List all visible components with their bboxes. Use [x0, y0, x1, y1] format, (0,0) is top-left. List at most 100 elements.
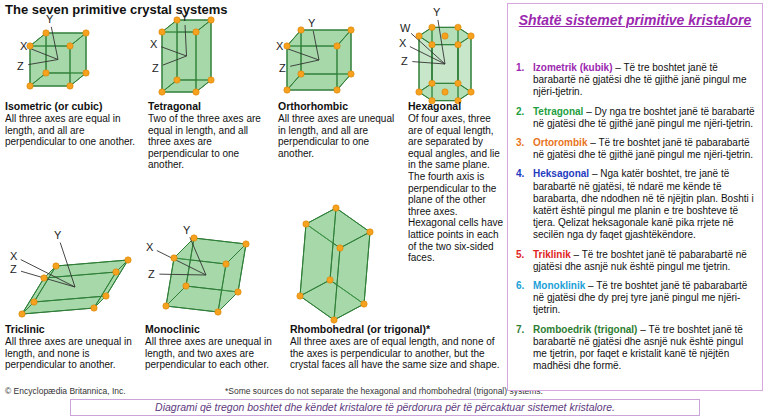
crystal-axis [163, 56, 187, 65]
list-item: 7.Romboedrik (trigonal) – Të tre boshtet… [516, 324, 756, 373]
lattice-point [27, 83, 33, 89]
lattice-point [103, 293, 109, 299]
list-item: 2.Tetragonal – Dy nga tre boshtet janë t… [516, 106, 756, 130]
lattice-point [455, 80, 461, 86]
system-description: All three axes are unequal in length, an… [278, 113, 403, 159]
lattice-point [31, 299, 37, 305]
system-name: Triclinic [5, 323, 135, 335]
crystal-face [337, 30, 351, 90]
caption-box: Diagrami që tregon boshtet dhe këndet kr… [70, 399, 700, 416]
lattice-point [83, 70, 89, 76]
crystal-face [70, 33, 86, 86]
lattice-point [113, 269, 119, 275]
lattice-point [429, 24, 435, 30]
axis-letter: X [10, 250, 17, 262]
system-name: Izometrik (kubik) [533, 62, 612, 73]
system-description: All three axes are unequal in length, an… [145, 336, 280, 371]
crystal-axis [190, 237, 206, 275]
item-number: 5. [516, 249, 524, 261]
lattice-point [361, 301, 367, 307]
crystal-axis [290, 60, 319, 66]
system-name: Heksagonal [533, 168, 589, 179]
crystal-axis [159, 274, 206, 276]
lattice-point [416, 33, 422, 39]
axis-letter: Y [308, 17, 315, 29]
lattice-point [429, 41, 435, 47]
list-item: 3.Ortorombik – Të tre boshtet janë të pa… [516, 137, 756, 161]
crystal-face [287, 30, 301, 90]
lattice-point [208, 77, 214, 83]
lattice-point [53, 263, 59, 269]
crystal-axis [410, 47, 445, 64]
system-name: Rhombohedral (or trigonal)* [290, 323, 500, 335]
lattice-point [442, 33, 448, 39]
panel-heading: Shtatë sistemet primitive kristalore [514, 12, 756, 28]
axis-letter: W [400, 22, 410, 34]
lattice-point [298, 27, 304, 33]
lattice-point [455, 41, 461, 47]
item-number: 3. [516, 137, 524, 149]
lattice-point [41, 275, 47, 281]
lattice-point [125, 257, 131, 263]
lattice-point [303, 221, 309, 227]
lattice-point [43, 70, 49, 76]
lattice-point [27, 43, 33, 49]
crystal-axis [60, 243, 75, 287]
lattice-point [91, 305, 97, 311]
lattice-point [174, 77, 180, 83]
axis-letter: X [399, 37, 406, 49]
axis-letter: Z [10, 263, 17, 275]
lattice-point [334, 43, 340, 49]
system-name: Monoclinic [145, 323, 275, 335]
axis-letter: Z [152, 62, 159, 74]
lattice-point [337, 245, 343, 251]
lattice-point [298, 71, 304, 77]
lattice-point [284, 43, 290, 49]
system-name: Tetragonal [533, 106, 583, 117]
crystal-face [94, 260, 128, 308]
list-item: 5.Triklinik – Të tre boshtet janë të pab… [516, 249, 756, 273]
axis-letter: X [20, 40, 27, 52]
info-panel: Shtatë sistemet primitive kristalore 1.Iz… [507, 3, 763, 391]
item-number: 2. [516, 106, 524, 118]
item-number: 6. [516, 280, 524, 292]
system-name: Ortorombik [533, 137, 587, 148]
crystal-face [30, 33, 46, 86]
crystal-face [166, 238, 194, 306]
lattice-point [455, 24, 461, 30]
crystal-face [419, 27, 471, 44]
lattice-point [297, 293, 303, 299]
crystal-face [44, 260, 128, 278]
crystal-face [300, 208, 336, 296]
crystal-axis [21, 271, 75, 287]
lattice-point [235, 289, 241, 295]
axis-letter: Y [181, 11, 188, 23]
lattice-point [19, 311, 25, 317]
lattice-point [183, 283, 189, 289]
list-item: 1.Izometrik (kubik) – Të tre boshtet jan… [516, 62, 756, 99]
axis-letter: Z [279, 62, 286, 74]
system-name: Hexagonal [408, 100, 504, 112]
crystal-axis [161, 47, 186, 56]
lattice-point [208, 17, 214, 23]
crystal-face [218, 244, 246, 312]
system-name: Romboedrik (trigonal) [533, 324, 637, 335]
crystal-axis [157, 251, 206, 275]
lattice-point [348, 27, 354, 33]
item-number: 4. [516, 168, 524, 180]
lattice-point [67, 83, 73, 89]
lattice-point [67, 43, 73, 49]
system-name: Tetragonal [148, 100, 273, 112]
system-name: Monoklinik [533, 280, 585, 291]
lattice-point [468, 89, 474, 95]
system-description: All three axes are unequal in length, an… [5, 336, 135, 371]
lattice-point [331, 317, 337, 323]
lattice-point [442, 89, 448, 95]
axis-letter: Z [401, 55, 408, 67]
axis-letter: X [146, 241, 153, 253]
lattice-point [284, 87, 290, 93]
lattice-point [159, 89, 165, 95]
crystal-axis [412, 62, 445, 64]
axis-letter: Z [148, 268, 155, 280]
system-list: 1.Izometrik (kubik) – Të tre boshtet jan… [516, 62, 756, 379]
